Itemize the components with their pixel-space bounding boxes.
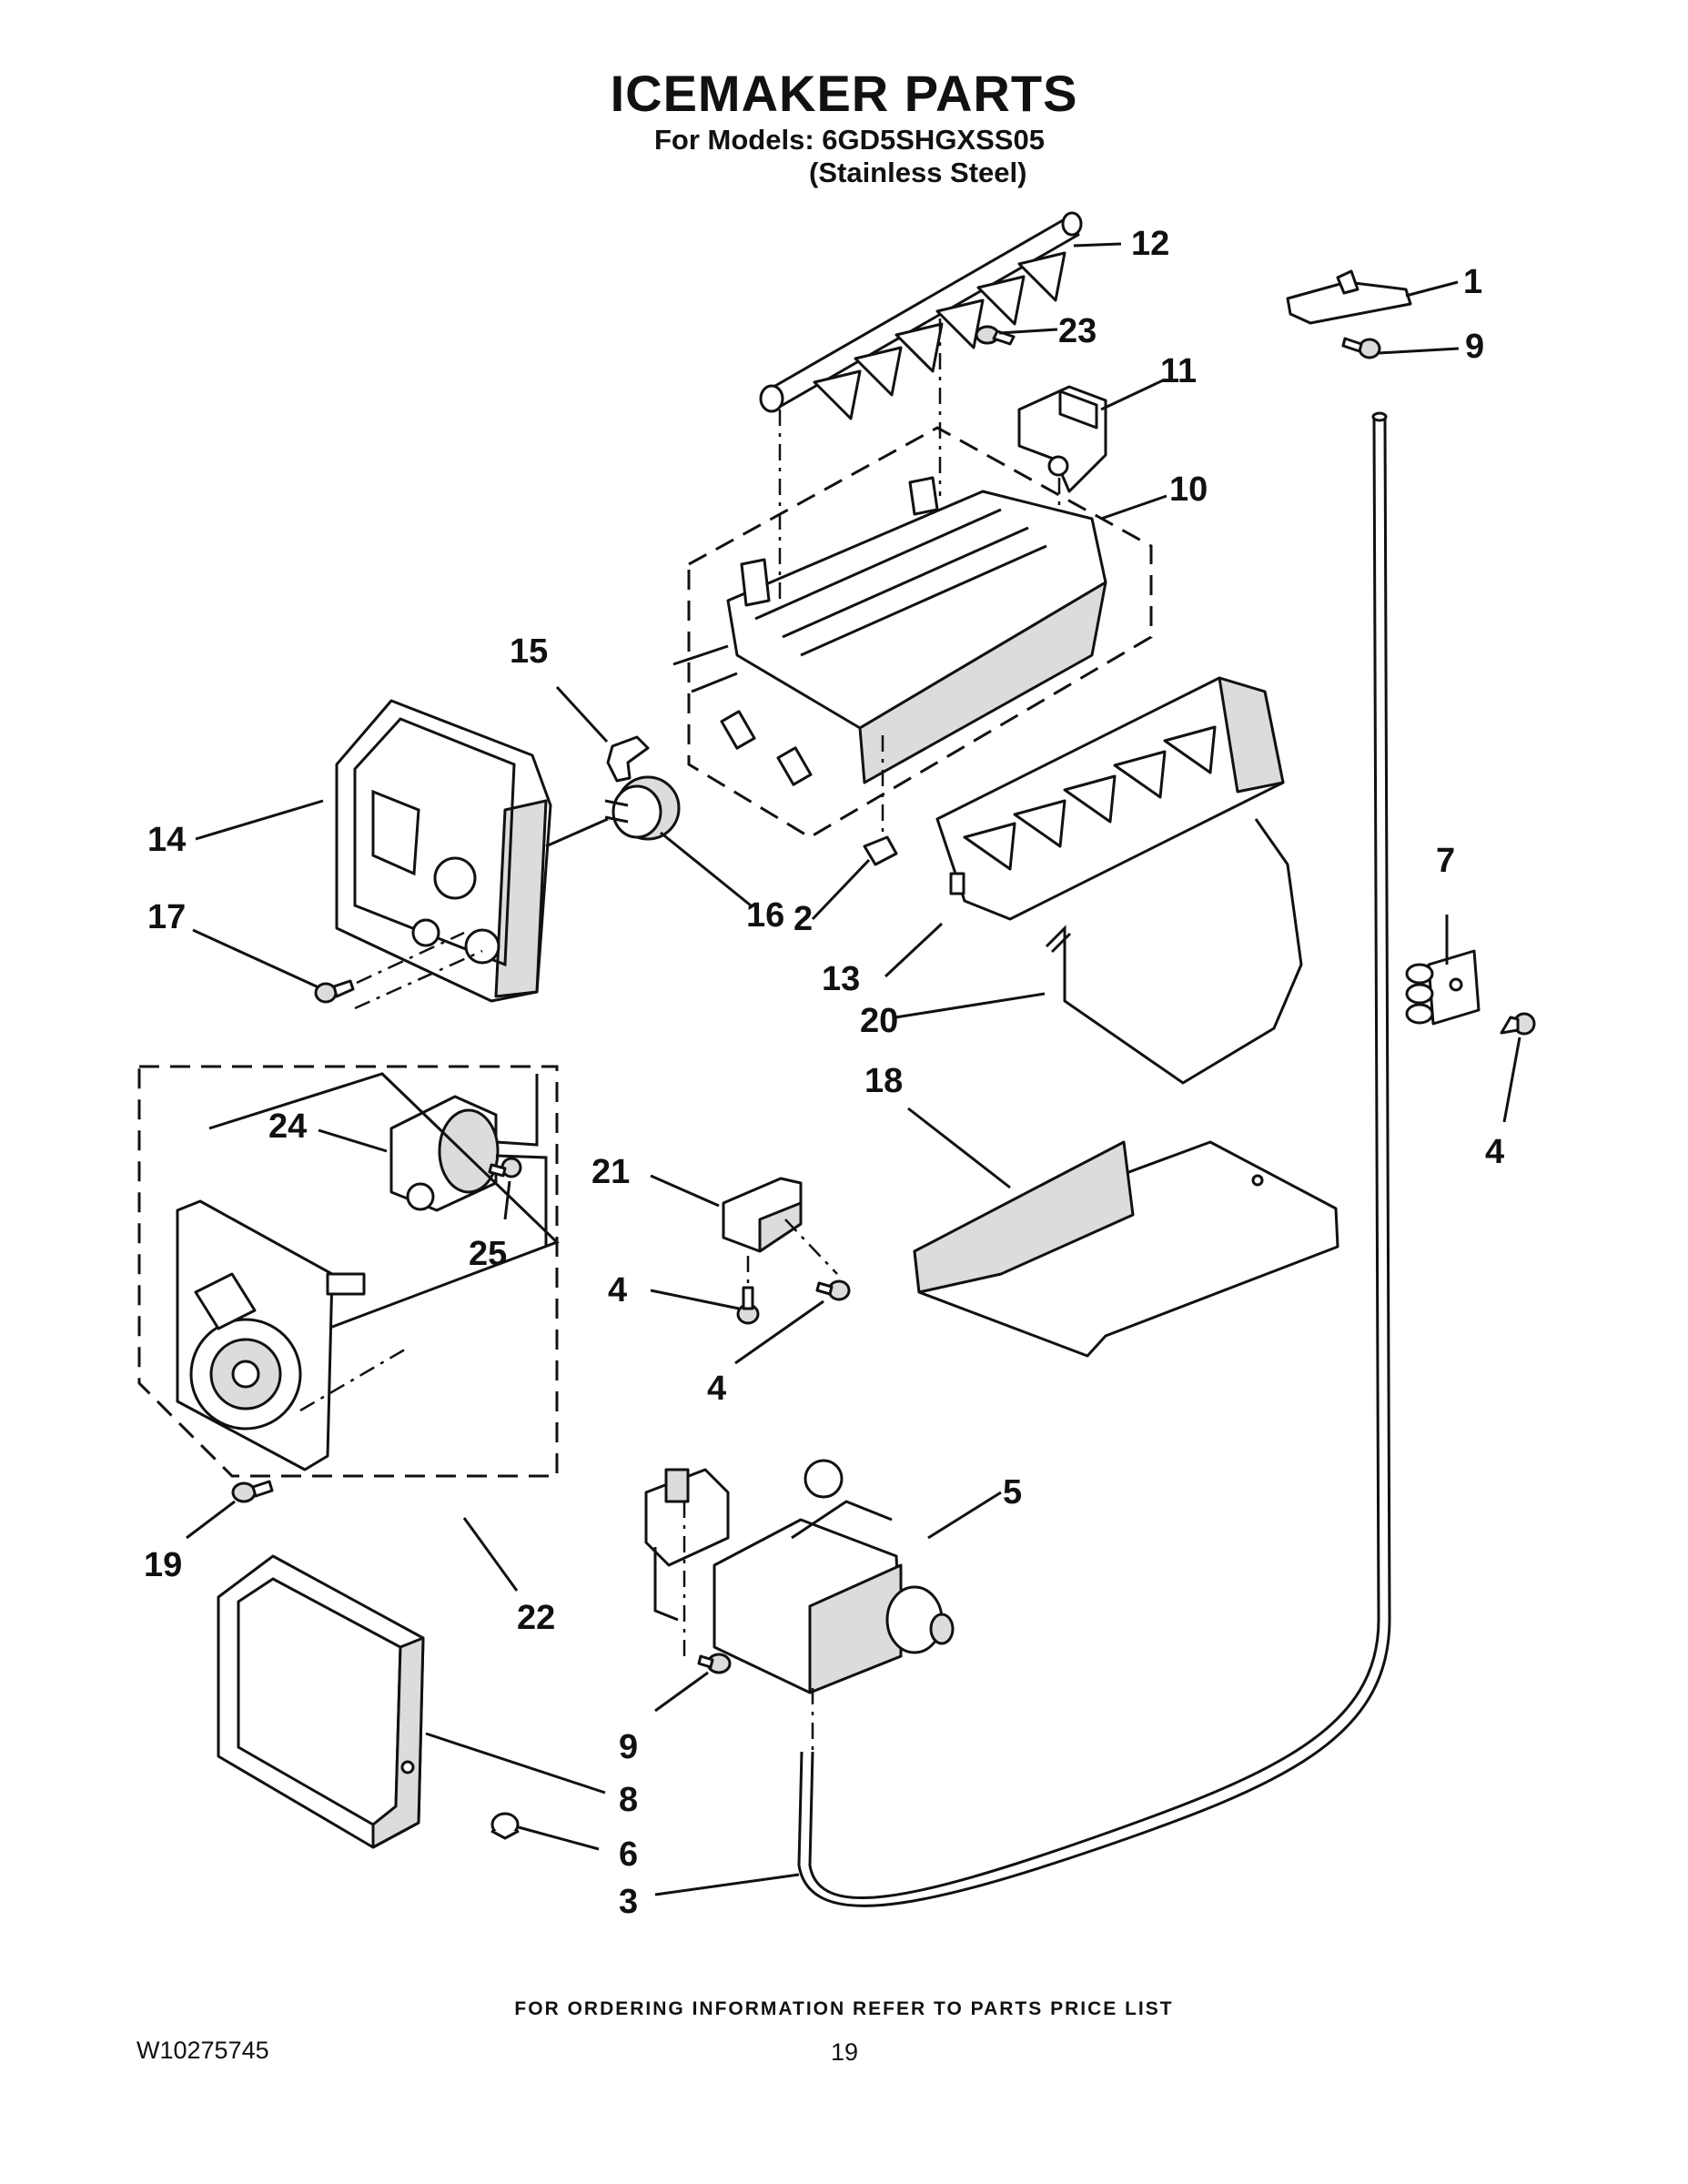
part-12-ejector [759,211,1083,420]
callout-13: 13 [822,960,860,998]
callout-22: 22 [517,1599,555,1637]
callout-20: 20 [860,1002,898,1040]
part-9-screw-top [1341,337,1381,359]
alignment-lines [299,318,1061,1752]
part-11-fill-cup [1017,385,1107,493]
part-7-clamp [1405,949,1481,1026]
callout-24: 24 [268,1107,307,1146]
callout-8: 8 [619,1781,638,1819]
part-15-clip [606,735,650,783]
callout-17: 17 [147,898,186,936]
part-8-cover [217,1554,425,1849]
part-4-screw-lower [815,1279,851,1301]
callout-16: 16 [746,896,784,935]
part-9-screw-lower [697,1653,732,1674]
callout-18: 18 [864,1062,903,1100]
callout-2: 2 [793,900,813,938]
part-6-plug [490,1812,520,1840]
part-25-screw [488,1157,522,1178]
part-18-bracket [913,1140,1339,1358]
part-14-housing [335,699,552,1003]
part-13-stripper [935,676,1285,921]
callout-4-lower: 4 [707,1370,726,1408]
callout-9-lower: 9 [619,1728,638,1766]
motor-plane [208,1072,560,1330]
part-10-mold [672,426,1153,839]
callout-14: 14 [147,821,186,859]
callout-1: 1 [1463,263,1482,301]
finish-line: (Stainless Steel) [809,157,1027,188]
callout-4-center: 4 [608,1271,627,1309]
document-number: W10275745 [136,2037,269,2064]
callout-11: 11 [1160,352,1197,390]
callout-10: 10 [1169,470,1208,509]
assembly-line [545,817,609,848]
leader-lines [186,242,1521,1896]
callout-7: 7 [1436,842,1455,880]
page-number: 19 [831,2038,859,2066]
part-24-motor [389,1074,548,1247]
callout-25: 25 [469,1235,507,1273]
callout-4-right: 4 [1485,1133,1504,1171]
callout-12: 12 [1131,225,1169,263]
part-16-thermostat [604,775,681,841]
callout-6: 6 [619,1835,638,1874]
ordering-note: FOR ORDERING INFORMATION REFER TO PARTS … [514,1998,1174,2019]
callout-21: 21 [591,1153,630,1191]
part-2-clip [863,835,898,866]
part-5-water-valve [644,1459,955,1694]
part-4-screw-center [736,1286,760,1325]
page-title: ICEMAKER PARTS [610,65,1078,122]
callout-9-top: 9 [1465,328,1484,366]
part-22-box [137,1065,559,1478]
part-3-water-tube [797,411,1391,1907]
models-line: For Models: 6GD5SHGXSS05 [654,124,1045,156]
part-17-screw [314,979,355,1004]
motor-plate [176,1199,366,1471]
callout-3: 3 [619,1883,638,1921]
part-1-bracket [1286,269,1412,325]
part-23-screw [975,325,1016,346]
callout-5: 5 [1003,1473,1022,1512]
callout-23: 23 [1058,312,1097,350]
part-20-shutoff-arm [1045,818,1303,1085]
part-21-cover [722,1177,803,1253]
callout-19: 19 [144,1546,182,1584]
part-19-screw [231,1480,274,1503]
callout-15: 15 [510,632,548,671]
part-4-screw-right [1500,1012,1536,1036]
